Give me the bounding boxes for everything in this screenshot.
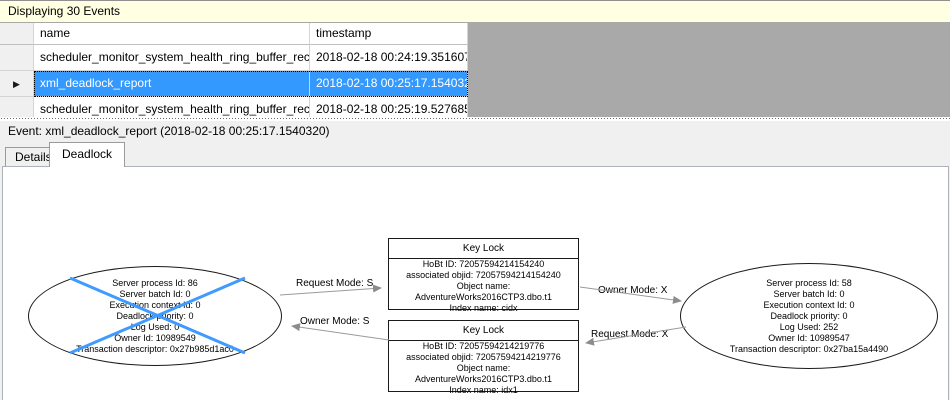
tab-deadlock[interactable]: Deadlock	[49, 142, 126, 167]
column-header-name[interactable]: name	[34, 23, 310, 45]
row-selector-header	[0, 23, 34, 45]
events-grid: name timestamp scheduler_monitor_system_…	[0, 23, 468, 117]
resource-node-keylock-idx1[interactable]: Key Lock HoBt ID: 72057594214219776 asso…	[388, 320, 579, 395]
event-caption-text: Event: xml_deadlock_report (2018-02-18 0…	[8, 124, 330, 138]
row-selector-cell[interactable]	[0, 97, 34, 117]
row-selector-cell[interactable]	[0, 45, 34, 71]
process-node[interactable]: Server process Id: 58 Server batch Id: 0…	[680, 263, 938, 369]
process-node-details: Server process Id: 86 Server batch Id: 0…	[76, 277, 234, 354]
process-node-victim[interactable]: Server process Id: 86 Server batch Id: 0…	[28, 266, 282, 366]
events-grid-area: name timestamp scheduler_monitor_system_…	[0, 23, 950, 117]
row-selector-cell[interactable]: ▶	[0, 71, 34, 97]
event-count-bar: Displaying 30 Events	[0, 0, 950, 23]
current-row-icon: ▶	[13, 79, 20, 89]
edge-label-owner-mode-x: Owner Mode: X	[598, 285, 668, 296]
event-count-text: Displaying 30 Events	[8, 4, 121, 18]
resource-node-details: HoBt ID: 72057594214219776 associated ob…	[406, 341, 561, 395]
table-row-selected[interactable]: ▶ xml_deadlock_report 2018-02-18 00:25:1…	[0, 71, 468, 97]
edge-label-request-mode-x: Request Mode: X	[591, 329, 669, 340]
process-node-details: Server process Id: 58 Server batch Id: 0…	[729, 277, 889, 354]
pane-splitter[interactable]	[0, 117, 950, 121]
cell-timestamp[interactable]: 2018-02-18 00:24:19.3516078	[310, 45, 468, 71]
resource-node-title: Key Lock	[389, 321, 578, 341]
resource-node-details: HoBt ID: 72057594214154240 associated ob…	[406, 259, 561, 313]
resource-node-title: Key Lock	[389, 239, 578, 259]
edge-label-owner-mode-s: Owner Mode: S	[300, 316, 370, 327]
table-row[interactable]: scheduler_monitor_system_health_ring_buf…	[0, 97, 468, 117]
edge-label-request-mode-s: Request Mode: S	[296, 278, 374, 289]
cell-timestamp[interactable]: 2018-02-18 00:25:17.1540320	[310, 71, 468, 97]
cell-name[interactable]: scheduler_monitor_system_health_ring_buf…	[34, 45, 310, 71]
detail-tabstrip: Details Deadlock	[0, 141, 950, 167]
table-row[interactable]: scheduler_monitor_system_health_ring_buf…	[0, 45, 468, 71]
resource-node-keylock-cidx[interactable]: Key Lock HoBt ID: 72057594214154240 asso…	[388, 238, 579, 313]
column-header-timestamp[interactable]: timestamp	[310, 23, 468, 45]
cell-name[interactable]: xml_deadlock_report	[34, 71, 310, 97]
cell-name[interactable]: scheduler_monitor_system_health_ring_buf…	[34, 97, 310, 117]
cell-timestamp[interactable]: 2018-02-18 00:25:19.5276859	[310, 97, 468, 117]
tab-details[interactable]: Details	[5, 147, 62, 166]
grid-header-row: name timestamp	[0, 23, 468, 45]
event-caption-bar: Event: xml_deadlock_report (2018-02-18 0…	[0, 121, 950, 141]
selected-row-highlight[interactable]: xml_deadlock_report 2018-02-18 00:25:17.…	[34, 71, 468, 97]
